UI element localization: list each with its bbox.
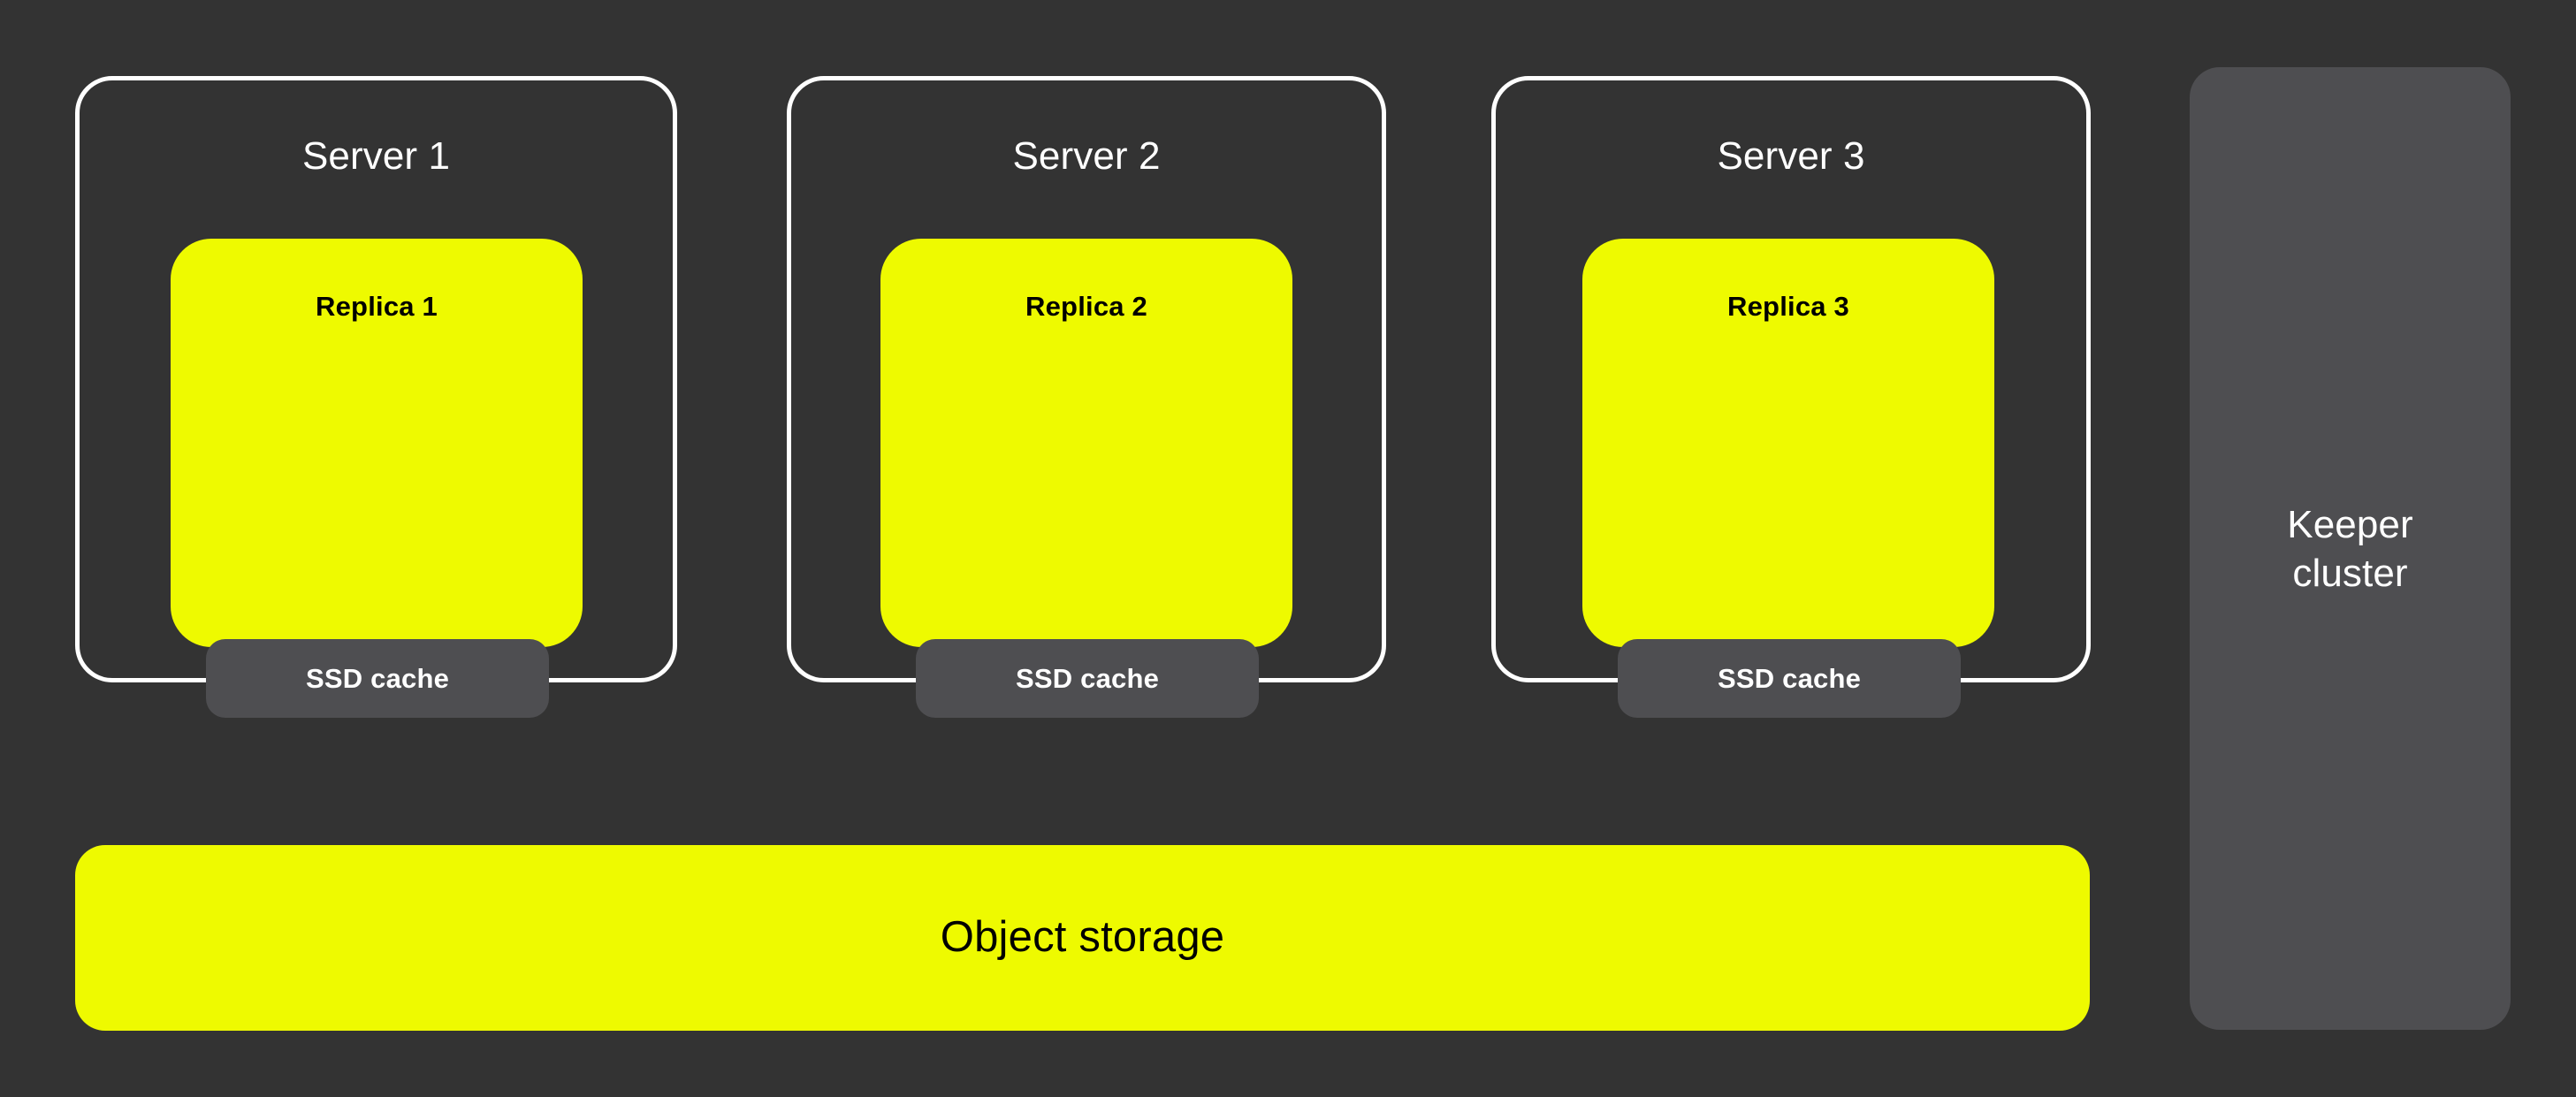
object-storage-bar[interactable]: Object storage	[75, 845, 2090, 1031]
server-title-2: Server 2	[1012, 134, 1161, 178]
ssd-cache-chip-1[interactable]: SSD cache	[206, 639, 549, 718]
replica-label-1: Replica 1	[316, 291, 438, 322]
keeper-cluster-box[interactable]: Keeper cluster	[2190, 67, 2511, 1030]
replica-label-2: Replica 2	[1025, 291, 1147, 322]
server-title-1: Server 1	[301, 134, 451, 178]
ssd-cache-chip-2[interactable]: SSD cache	[916, 639, 1259, 718]
server-title-3: Server 3	[1717, 134, 1865, 178]
replica-box-2[interactable]: Replica 2	[880, 239, 1292, 647]
keeper-cluster-label: Keeper cluster	[2287, 502, 2413, 595]
ssd-cache-label-1: SSD cache	[305, 663, 450, 694]
object-storage-label: Object storage	[940, 913, 1225, 962]
ssd-cache-label-3: SSD cache	[1717, 663, 1862, 694]
ssd-cache-label-2: SSD cache	[1015, 663, 1160, 694]
replica-label-3: Replica 3	[1727, 291, 1849, 322]
ssd-cache-chip-3[interactable]: SSD cache	[1618, 639, 1961, 718]
replica-box-3[interactable]: Replica 3	[1582, 239, 1994, 647]
replica-box-1[interactable]: Replica 1	[171, 239, 583, 647]
